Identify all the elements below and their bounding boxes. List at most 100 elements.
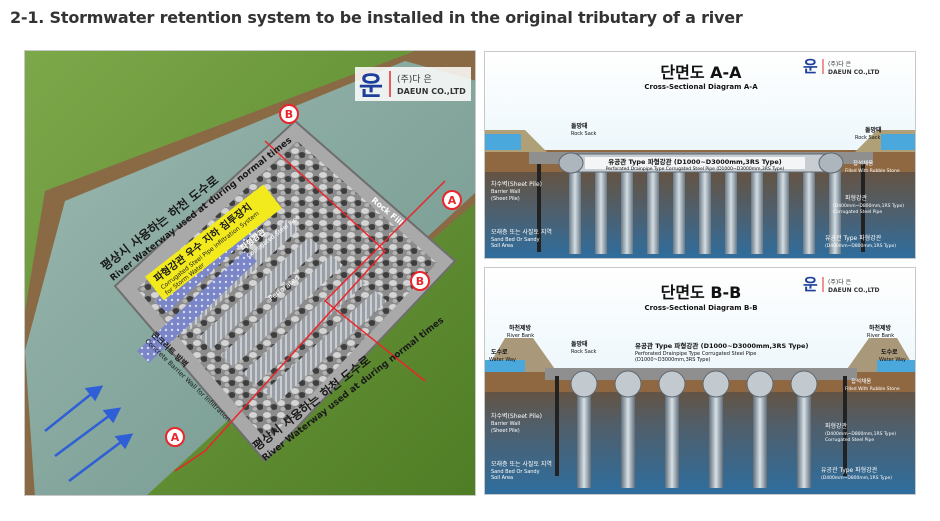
sheet-pile-label-kr: 차수벽(Sheet Pile): [491, 180, 542, 188]
right-waterway: [881, 134, 915, 150]
marker-circle: [410, 271, 430, 291]
perf-right-label-kr: 유공관 Type 파형강관: [821, 466, 878, 474]
gravel-label-kr: 잡석채움: [853, 159, 873, 167]
soil-label-en: Sand Bed Or Sandy: [491, 469, 540, 475]
soil-label-kr: 모래층 또는 사질토 지역: [491, 228, 552, 236]
vertical-pipe: [621, 164, 633, 254]
left-waterway: [485, 360, 525, 372]
sheet-pile-label-kr: 차수벽(Sheet Pile): [491, 412, 542, 420]
logo-mark-icon: 운: [803, 57, 818, 76]
vertical-pipe: [709, 384, 723, 488]
right-waterway: [877, 360, 915, 372]
vertical-pipe: [725, 164, 737, 254]
perf-right-label-kr: 유공관 Type 파형강관: [825, 234, 882, 242]
corrugated-pipe: [199, 237, 321, 349]
sheet-pile-label-en: Barrier Wall: [491, 189, 520, 195]
rock-fill-area: [137, 141, 437, 441]
vertical-pipe: [829, 164, 841, 254]
waterway-right-kr: 도수로: [881, 349, 898, 356]
company-logo: 운 (주)다 은 DAEUN CO.,LTD: [355, 67, 471, 102]
sheet-pile-right: [861, 164, 865, 252]
sheet-pile-left: [555, 376, 559, 476]
rock-sack-label-kr: 돌망태: [571, 340, 588, 348]
logo-mark-icon: 운: [359, 72, 383, 102]
vertical-pipe: [777, 164, 789, 254]
bank-right-en: River Bank: [867, 333, 894, 339]
pipe-cross-section: [746, 370, 774, 398]
sheet-pile-label-en: Barrier Wall: [491, 421, 520, 427]
sheet-pile-right: [843, 376, 847, 476]
vertical-pipe: [577, 384, 591, 488]
pipe-right-label-en2: Corrugated Steel Pipe: [825, 437, 874, 443]
isometric-svg: B A B A 평상시 사용하는 하천 도수로 River Waterway u…: [25, 51, 475, 495]
soil-label-en: Sand Bed Or Sandy: [491, 237, 540, 243]
marker-b-label: B: [416, 275, 424, 288]
logo-company-en: DAEUN CO.,LTD: [397, 87, 466, 96]
section-line-b: [174, 140, 387, 472]
bank-right-kr: 하천제방: [869, 324, 892, 332]
corrugated-pipe: [243, 273, 365, 385]
rock-sack-label-en: Rock Sack: [571, 131, 597, 137]
pipe-right-label-en: (D400mm~D800mm,1RS Type): [825, 431, 896, 437]
marker-a-bottom: A: [165, 427, 185, 447]
pipe-cross-section: [658, 370, 686, 398]
left-waterway: [485, 134, 521, 150]
marker-a-right: A: [442, 190, 462, 210]
corrugated-pipe: [221, 255, 343, 367]
gravel-label-en: Filled With Rubble Stone: [845, 168, 900, 174]
vertical-pipe: [665, 384, 679, 488]
arrowhead-icon: [102, 407, 122, 424]
bank-left-en: River Bank: [507, 333, 534, 339]
waterway-left-en: Water Way: [489, 357, 516, 363]
bank-left-kr: 하천제방: [509, 324, 532, 332]
pipe-end: [818, 152, 844, 174]
sheet-pile-label-en2: (Sheet Pile): [491, 196, 520, 202]
pipe-label-bg: [585, 157, 805, 169]
pipe-label-en: Perforated Drainpipe Type Corrugated Ste…: [606, 166, 785, 172]
soil-label-en2: Soil Area: [491, 243, 513, 249]
vertical-pipes: [569, 164, 841, 254]
vertical-pipe: [797, 384, 811, 488]
marker-circle: [165, 427, 185, 447]
perf-right-label-en: (D400mm~D800mm,1RS Type): [825, 243, 896, 249]
gravel-label-kr: 잡석채움: [851, 377, 871, 385]
waterway-left-kr: 도수로: [491, 349, 508, 356]
logo-company-kr: (주)다 은: [828, 278, 852, 286]
pipe-cross-section: [702, 370, 730, 398]
rock-sack-label-kr: 돌망태: [865, 126, 882, 134]
vertical-pipe: [569, 164, 581, 254]
marker-b-top: B: [279, 104, 299, 124]
page-title: 2-1. Stormwater retention system to be i…: [10, 8, 743, 27]
pipe-label-en: Perforated Drainpipe Type Corrugated Ste…: [635, 351, 756, 357]
perf-right-label-en: (D400mm~D800mm,1RS Type): [821, 475, 892, 481]
company-logo: 운 (주)다 은 DAEUN CO.,LTD: [803, 57, 880, 76]
pipe-right-label-kr: 파형강관: [845, 194, 868, 202]
vertical-pipe: [803, 164, 815, 254]
flow-arrow-icon: [68, 438, 126, 482]
pipe-cross-section: [570, 370, 598, 398]
vertical-pipe: [673, 164, 685, 254]
soil-label-kr: 모래층 또는 사질토 지역: [491, 460, 552, 468]
corrugated-pipe: [265, 291, 387, 403]
pipe-label-en2: (D1000~D3000mm,3RS Type): [635, 357, 711, 363]
pipe-label-kr: 유공관 Type 파형강관 (D1000~D3000mm,3RS Type): [635, 341, 808, 350]
soil-label-en2: Soil Area: [491, 475, 513, 481]
vertical-pipe: [647, 164, 659, 254]
marker-circle: [279, 104, 299, 124]
vertical-pipe: [751, 164, 763, 254]
pipe-cross-section: [790, 370, 818, 398]
section-aa-title-en: Cross-Sectional Diagram A-A: [644, 83, 758, 91]
pipe-end: [558, 152, 584, 174]
section-aa-diagram: 단면도 A-A Cross-Sectional Diagram A-A 운 (주…: [484, 51, 916, 259]
section-bb-title-kr: 단면도 B-B: [661, 283, 742, 302]
logo-company-kr: (주)다 은: [397, 74, 432, 85]
marker-b-label: B: [285, 108, 293, 121]
logo-company-en: DAEUN CO.,LTD: [828, 69, 880, 76]
isometric-illustration: B A B A 평상시 사용하는 하천 도수로 River Waterway u…: [24, 50, 476, 496]
gravel-label-en: Filled With Rubble Stone: [845, 386, 900, 392]
marker-a-label: A: [171, 431, 180, 444]
device-label-bg: [145, 184, 282, 301]
vertical-pipe: [699, 164, 711, 254]
marker-b-bottom: B: [410, 271, 430, 291]
flow-arrow-icon: [44, 390, 96, 432]
